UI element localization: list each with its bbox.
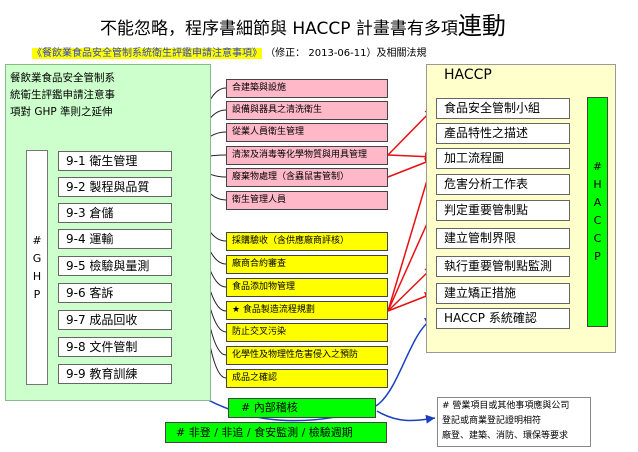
monitoring-bar[interactable]: # 非登 / 非追 / 食安監測 / 檢驗週期	[165, 422, 387, 443]
yellow-item[interactable]: 防止交叉污染	[226, 323, 388, 342]
haccp-item[interactable]: 判定重要管制點	[436, 200, 570, 221]
pink-item[interactable]: 衛生管理人員	[226, 191, 388, 210]
haccp-item[interactable]: 危害分析工作表	[436, 174, 570, 195]
regulation-link[interactable]: 《餐飲業食品安全管制系統衛生評鑑申請注意事項》	[32, 48, 262, 59]
haccp-item[interactable]: 建立矯正措施	[436, 283, 570, 304]
haccp-item[interactable]: 加工流程圖	[436, 148, 570, 169]
ghp-item[interactable]: 9-1 衛生管理	[58, 151, 172, 171]
yellow-item[interactable]: 廠商合約審查	[226, 255, 388, 274]
yellow-item[interactable]: 成品之確認	[226, 369, 388, 388]
ghp-item[interactable]: 9-5 檢驗與量測	[58, 256, 172, 276]
ghp-item[interactable]: 9-2 製程與品質	[58, 177, 172, 197]
haccp-item[interactable]: HACCP 系統確認	[436, 308, 570, 329]
yellow-item[interactable]: ★ 食品製造流程規劃	[226, 301, 388, 320]
haccp-item[interactable]: 食品安全管制小組	[436, 98, 570, 119]
ghp-item[interactable]: 9-7 成品回收	[58, 310, 172, 330]
pink-item[interactable]: 廢棄物處理（含蟲鼠害管制）	[226, 168, 388, 187]
page-title: 不能忽略，程序書細節與 HACCP 計畫書有多項連動	[100, 12, 506, 40]
revision-note: （修正： 2013-06-11）及相關法規	[265, 48, 427, 59]
haccp-item[interactable]: 建立管制界限	[436, 228, 570, 249]
pink-item[interactable]: 合建築與設施	[226, 79, 388, 98]
pink-item[interactable]: 設備與器具之清洗衛生	[226, 101, 388, 120]
haccp-item[interactable]: 執行重要管制點監測	[436, 256, 570, 277]
haccp-panel-title: HACCP	[444, 67, 492, 83]
ghp-item[interactable]: 9-9 教育訓練	[58, 364, 172, 384]
yellow-item[interactable]: 採購驗收（含供應廠商評核）	[226, 232, 388, 251]
ghp-item[interactable]: 9-8 文件管制	[58, 337, 172, 357]
internal-audit-box[interactable]: # 內部稽核	[228, 398, 376, 418]
pink-item[interactable]: 清潔及消毒等化學物質與用具管理	[226, 146, 388, 165]
ghp-item[interactable]: 9-3 倉儲	[58, 203, 172, 223]
subtitle: 《餐飲業食品安全管制系統衛生評鑑申請注意事項》 （修正： 2013-06-11）…	[32, 44, 426, 59]
ghp-item[interactable]: 9-4 運輸	[58, 229, 172, 249]
ghp-panel-note: 餐飲業食品安全管制系 統衛生評鑑申請注意事 項對 GHP 準則之延伸	[10, 72, 115, 118]
yellow-item[interactable]: 化學性及物理性危害侵入之預防	[226, 346, 388, 365]
haccp-item[interactable]: 產品特性之描述	[436, 123, 570, 144]
pink-item[interactable]: 從業人員衛生管理	[226, 123, 388, 142]
yellow-item[interactable]: 食品添加物管理	[226, 278, 388, 297]
ghp-item[interactable]: 9-6 客訴	[58, 283, 172, 303]
compliance-note: # 營業項目或其他事項應與公司 登記或商業登記證明相符 廠登、建築、消防、環保等…	[437, 397, 591, 447]
